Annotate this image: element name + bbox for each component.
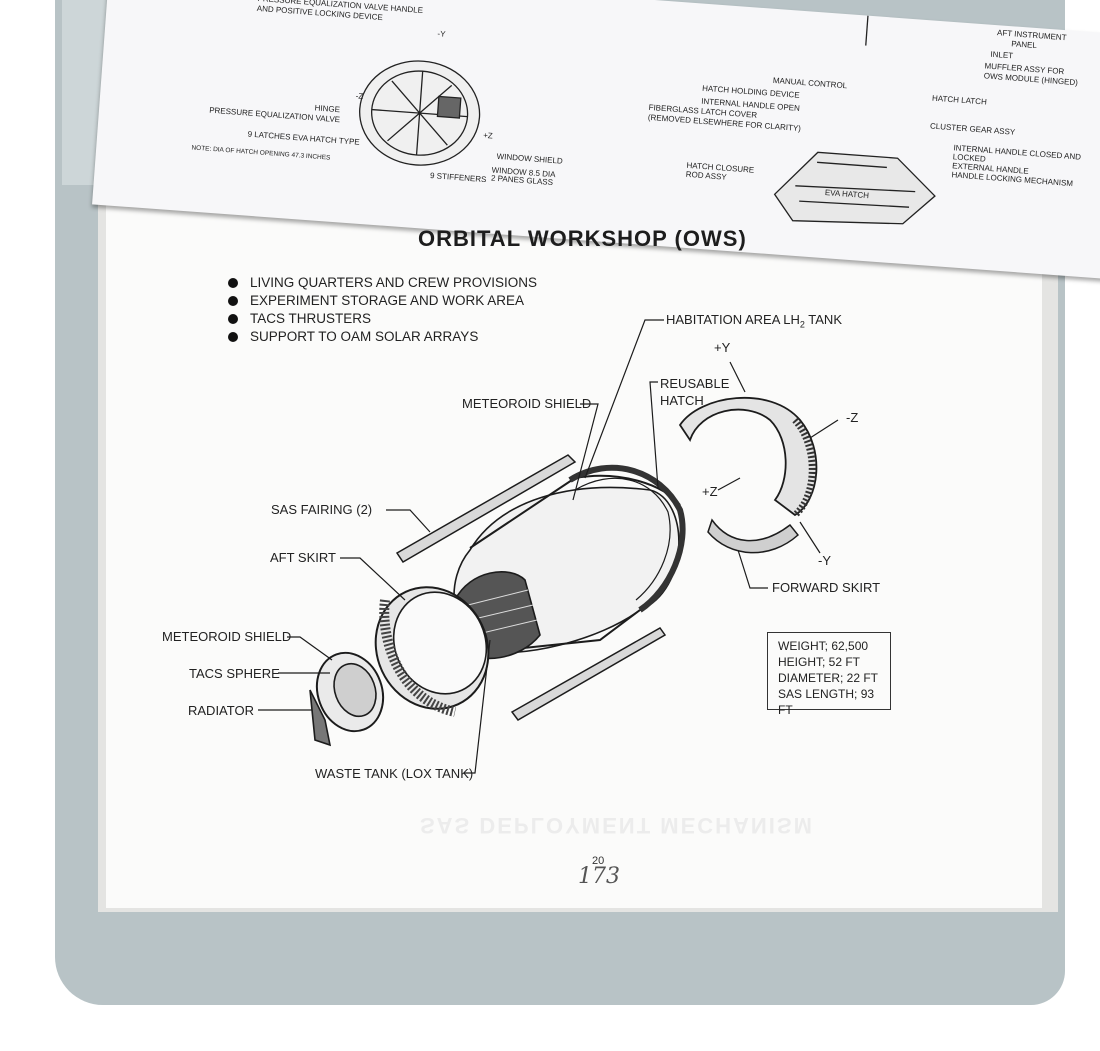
bullet-icon — [228, 296, 238, 306]
bullet-icon — [228, 314, 238, 324]
list-item: SUPPORT TO OAM SOLAR ARRAYS — [228, 328, 537, 346]
label-minus-z: -Z — [846, 410, 859, 425]
label-reusable: REUSABLE — [660, 376, 730, 391]
list-item: LIVING QUARTERS AND CREW PROVISIONS — [228, 274, 537, 292]
label-forward-skirt: FORWARD SKIRT — [772, 580, 881, 595]
svg-text:LOCKED: LOCKED — [953, 152, 987, 163]
svg-text:PANEL: PANEL — [1011, 39, 1038, 50]
spec-diameter: DIAMETER; 22 FT — [778, 671, 879, 685]
label-meteoroid-shield-low: METEOROID SHIELD — [162, 629, 292, 644]
label-habitation-area: HABITATION AREA LH2 TANK — [666, 312, 842, 330]
label-sas-fairing: SAS FAIRING (2) — [271, 502, 373, 517]
label-plus-z: +Z — [702, 484, 718, 499]
svg-text:WINDOW SHIELD: WINDOW SHIELD — [496, 152, 563, 166]
label-aft-skirt: AFT SKIRT — [270, 550, 336, 565]
spec-weight: WEIGHT; 62,500 — [778, 639, 869, 653]
svg-text:9 STIFFENERS: 9 STIFFENERS — [430, 171, 487, 184]
label-radiator: RADIATOR — [188, 703, 254, 718]
forward-skirt-upper — [678, 396, 818, 517]
sas-fairing-upper — [395, 454, 577, 564]
label-meteoroid-shield-top: METEOROID SHIELD — [462, 396, 592, 411]
bullet-icon — [228, 278, 238, 288]
svg-text:9 LATCHES EVA HATCH TYPE: 9 LATCHES EVA HATCH TYPE — [247, 130, 360, 147]
svg-text:HINGE: HINGE — [314, 103, 340, 114]
sas-fairing-lower — [510, 627, 667, 721]
label-plus-y: +Y — [714, 340, 731, 355]
svg-text:CLUSTER GEAR ASSY: CLUSTER GEAR ASSY — [930, 122, 1016, 137]
feature-list: LIVING QUARTERS AND CREW PROVISIONS EXPE… — [228, 274, 537, 346]
list-item: EXPERIMENT STORAGE AND WORK AREA — [228, 292, 537, 310]
svg-text:-Z: -Z — [355, 91, 363, 101]
page-title: ORBITAL WORKSHOP (OWS) — [418, 226, 747, 251]
list-item: TACS THRUSTERS — [228, 310, 537, 328]
svg-text:+Z: +Z — [483, 131, 493, 141]
svg-text:ROD ASSY: ROD ASSY — [686, 170, 728, 182]
top-sheet: PRESSURE EQUALIZATION VALVE HANDLE AND P… — [92, 0, 1100, 282]
spec-height: HEIGHT; 52 FT — [778, 655, 861, 669]
bullet-icon — [228, 332, 238, 342]
label-minus-y: -Y — [818, 553, 831, 568]
svg-text:MANUAL CONTROL: MANUAL CONTROL — [773, 76, 848, 90]
specs-box: WEIGHT; 62,500 HEIGHT; 52 FT DIAMETER; 2… — [767, 632, 891, 717]
forward-skirt-lower — [707, 518, 800, 554]
label-hatch: HATCH — [660, 393, 704, 408]
page-number: 20 — [592, 855, 605, 867]
handwritten-number: 173 — [578, 864, 620, 889]
label-waste-tank: WASTE TANK (LOX TANK) — [315, 766, 474, 781]
svg-text:2 PANES GLASS: 2 PANES GLASS — [491, 174, 554, 188]
svg-text:EVA HATCH: EVA HATCH — [825, 188, 870, 200]
svg-text:INLET: INLET — [990, 50, 1013, 61]
svg-text:NOTE: DIA OF HATCH OPENING 47.: NOTE: DIA OF HATCH OPENING 47.3 INCHES — [191, 144, 331, 161]
svg-text:-Y: -Y — [437, 29, 446, 39]
svg-text:HATCH LATCH: HATCH LATCH — [932, 94, 988, 107]
spec-sas-length: SAS LENGTH; 93 FT — [778, 687, 875, 717]
label-tacs-sphere: TACS SPHERE — [189, 666, 280, 681]
top-sheet-drawing: PRESSURE EQUALIZATION VALVE HANDLE AND P… — [191, 0, 1081, 225]
